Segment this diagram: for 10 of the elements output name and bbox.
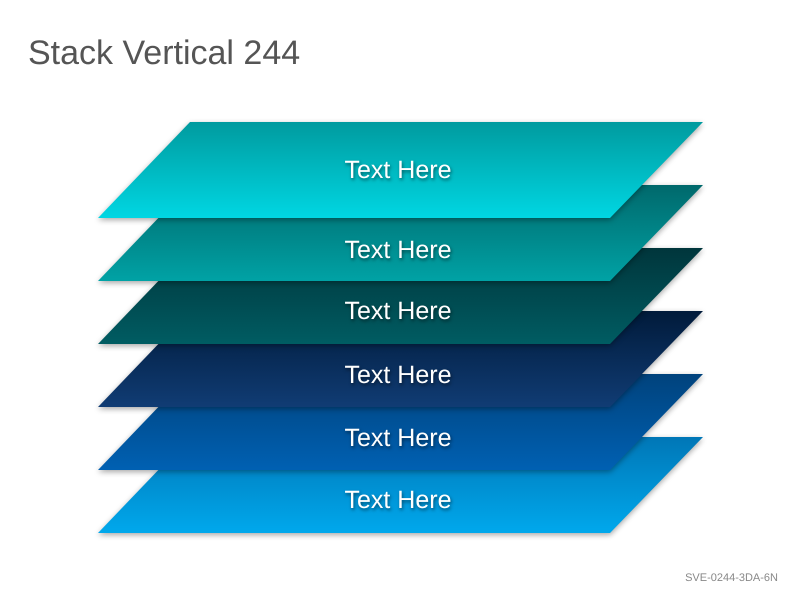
layer-label: Text Here [344, 360, 452, 390]
layer-label: Text Here [344, 296, 452, 326]
layer-panel [98, 122, 703, 218]
layer-panel [98, 185, 703, 281]
layer-label: Text Here [344, 155, 452, 185]
title: Stack Vertical 244 [28, 34, 300, 73]
layer-label: Text Here [344, 485, 452, 515]
layer-label: Text Here [344, 423, 452, 453]
footnote-code: SVE-0244-3DA-6N [685, 572, 778, 584]
layer-label: Text Here [344, 235, 452, 265]
